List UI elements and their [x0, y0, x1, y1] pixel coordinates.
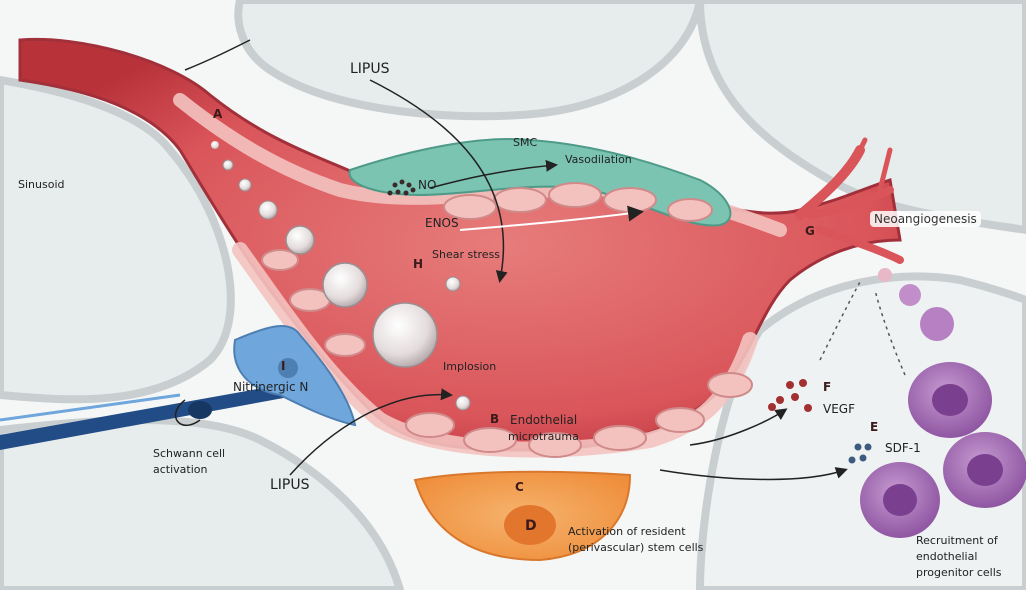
step-d-letter: D	[525, 518, 537, 534]
recruit-label-line1: Recruitment of	[916, 534, 998, 547]
schwann-label-line1: Schwann cell	[153, 447, 226, 460]
activation-label-line1: Activation of resident	[568, 525, 686, 538]
smc-cell	[348, 138, 732, 227]
implosion-label: Implosion	[443, 360, 497, 373]
step-c-letter: C	[515, 480, 524, 494]
vegf-molecules	[768, 379, 812, 412]
nerve	[0, 324, 357, 450]
tissue-top-right	[695, 0, 1026, 235]
nitrinergic-label: Nitrinergic N	[233, 380, 309, 394]
neoangiogenesis-sprouts	[795, 137, 904, 264]
endothelial-label-line2: microtrauma	[508, 430, 579, 443]
neoangiogenesis-label: Neoangiogenesis	[870, 211, 981, 227]
perivascular-stem-cells	[413, 470, 632, 562]
step-g-letter: G	[805, 224, 815, 238]
microbubbles	[211, 141, 471, 411]
step-f-letter: F	[823, 380, 832, 394]
progenitor-chain	[878, 268, 954, 341]
shear-stress-label: Shear stress	[432, 248, 501, 261]
lipus-top-label: LIPUS	[350, 61, 390, 77]
endothelial-label-line1: Endothelial	[510, 413, 578, 427]
dotted-arrows	[819, 281, 906, 376]
recruit-label-line3: progenitor cells	[916, 566, 1002, 579]
no-molecules	[387, 179, 416, 196]
enos-label: ENOS	[425, 216, 459, 230]
progenitor-cells	[860, 362, 1026, 538]
schwann-label-line2: activation	[153, 463, 208, 476]
tissue-bottom-right	[695, 272, 1026, 590]
recruit-label-line2: endothelial	[916, 550, 978, 563]
endothelial-cells	[261, 182, 753, 458]
activation-label-line2: (perivascular) stem cells	[568, 541, 704, 554]
sinusoid-region	[0, 75, 235, 404]
step-a-letter: A	[213, 107, 223, 121]
step-i-letter: I	[281, 359, 286, 373]
lipus-bottom-label: LIPUS	[270, 477, 310, 493]
vegf-label: VEGF	[823, 402, 855, 416]
step-b-letter: B	[490, 412, 500, 426]
sdf1-label: SDF-1	[885, 441, 921, 455]
sdf1-molecules	[848, 443, 872, 464]
sinusoid-label: Sinusoid	[18, 178, 65, 191]
arrows	[174, 39, 848, 481]
step-h-letter: H	[413, 257, 424, 271]
vasodilation-label: Vasodilation	[565, 153, 632, 166]
smc-label: SMC	[513, 136, 538, 149]
step-e-letter: E	[870, 420, 879, 434]
no-label: NO	[418, 178, 437, 192]
tissue-top	[234, 0, 705, 121]
